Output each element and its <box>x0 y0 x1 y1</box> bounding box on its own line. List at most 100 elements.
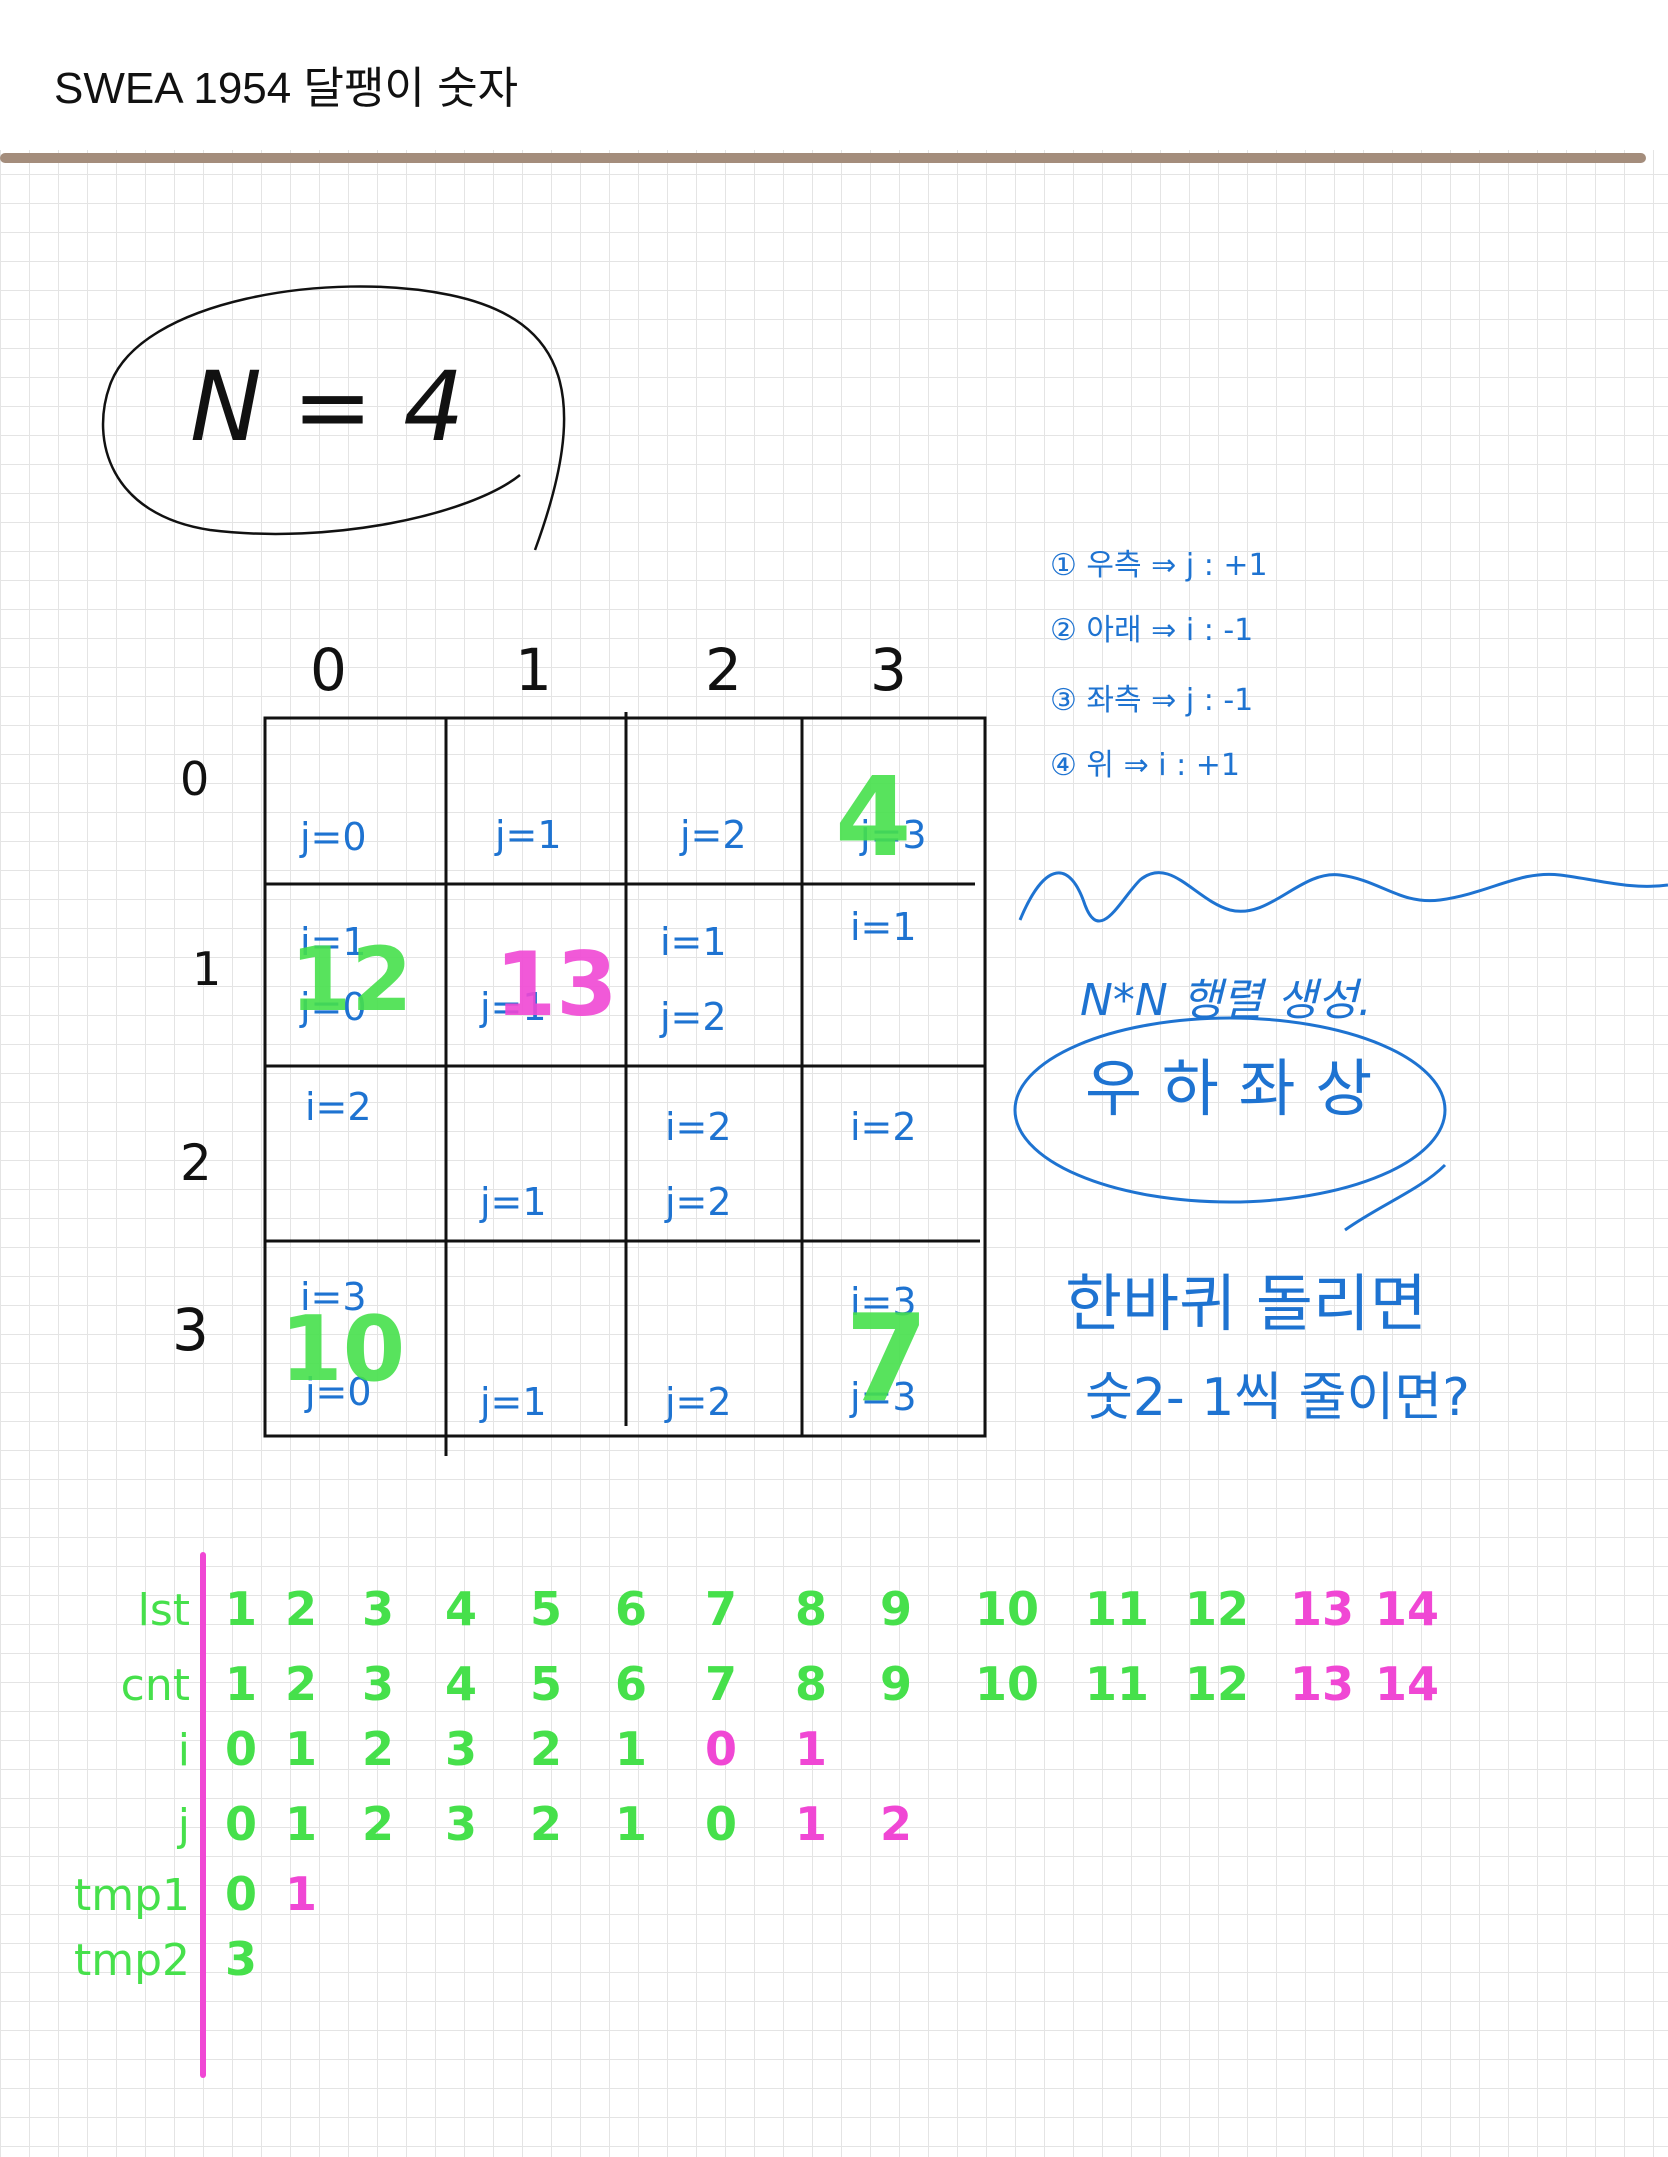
matrix-grid <box>263 712 987 1456</box>
trace-cell: 13 <box>1290 1582 1354 1636</box>
trace-cell: 3 <box>362 1657 394 1711</box>
trace-cell: 3 <box>445 1797 477 1851</box>
trace-cell: 6 <box>615 1657 647 1711</box>
direction-note: ② 아래 ⇒ i : -1 <box>1050 613 1253 648</box>
cell-note-3-3b: j=3 <box>849 1375 917 1419</box>
cell-note-0-1: j=1 <box>494 813 562 857</box>
trace-cell: 10 <box>975 1582 1039 1636</box>
trace-row-label: cnt <box>121 1660 190 1711</box>
n-bubble <box>101 285 566 551</box>
cell-note-2-0: i=2 <box>305 1085 372 1129</box>
trace-cell: 2 <box>362 1797 394 1851</box>
trace-cell: 0 <box>705 1722 737 1776</box>
trace-cell: 8 <box>795 1657 827 1711</box>
overlay-10: 10 <box>280 1297 405 1402</box>
trace-cell: 10 <box>975 1657 1039 1711</box>
trace-cell: 12 <box>1185 1657 1249 1711</box>
trace-cell: 11 <box>1085 1582 1149 1636</box>
cell-note-1-2: i=1 <box>660 920 727 964</box>
trace-cell: 9 <box>880 1657 912 1711</box>
cell-note-2-2b: j=2 <box>664 1180 732 1224</box>
cell-overlays: 4 12 13 10 7 <box>280 753 929 1429</box>
cell-note-3-1: j=1 <box>479 1380 547 1424</box>
cell-note-0-3: j=3 <box>859 813 927 857</box>
trace-cell: 8 <box>795 1582 827 1636</box>
trace-cell: 9 <box>880 1582 912 1636</box>
trace-cell: 2 <box>530 1722 562 1776</box>
col-header: 3 <box>870 636 907 704</box>
loop-note-1: 한바퀴 돌리면 <box>1065 1267 1427 1340</box>
trace-cell: 1 <box>615 1722 647 1776</box>
trace-cell: 1 <box>285 1867 317 1921</box>
cell-note-1-2b: j=2 <box>659 995 727 1039</box>
cell-note-1-3: i=1 <box>850 905 917 949</box>
trace-cell: 1 <box>285 1722 317 1776</box>
col-header: 1 <box>515 636 552 704</box>
wavy-separator <box>1018 871 1668 923</box>
cell-note-1-0: i=1 <box>300 920 367 964</box>
trace-cell: 6 <box>615 1582 647 1636</box>
cell-note-2-2: i=2 <box>665 1105 732 1149</box>
trace-cell: 2 <box>362 1722 394 1776</box>
cell-note-2-1: j=1 <box>479 1180 547 1224</box>
trace-cell: 1 <box>225 1657 257 1711</box>
trace-cell: 0 <box>225 1797 257 1851</box>
trace-cell: 4 <box>445 1657 477 1711</box>
trace-cell: 1 <box>615 1797 647 1851</box>
row-header: 0 <box>180 752 209 806</box>
trace-cell: 11 <box>1085 1657 1149 1711</box>
overlay-4: 4 <box>835 753 912 881</box>
n-label: N = 4 <box>190 351 464 463</box>
trace-cell: 5 <box>530 1657 562 1711</box>
trace-row-label: tmp1 <box>74 1870 190 1921</box>
direction-note: ③ 좌측 ⇒ j : -1 <box>1050 683 1253 718</box>
trace-cell: 14 <box>1375 1582 1439 1636</box>
trace-cell: 2 <box>530 1797 562 1851</box>
trace-cell: 7 <box>705 1582 737 1636</box>
page-title: SWEA 1954 달팽이 숫자 <box>54 64 519 113</box>
trace-cell: 3 <box>445 1722 477 1776</box>
header: SWEA 1954 달팽이 숫자 <box>0 0 1668 150</box>
title-divider <box>0 153 1646 163</box>
trace-cell: 2 <box>880 1797 912 1851</box>
cell-note-3-0: i=3 <box>300 1275 367 1319</box>
cell-note-1-1: j=1 <box>479 985 547 1029</box>
loop-note-2: 숫2- 1씩 줄이면? <box>1085 1368 1470 1428</box>
trace-cell: 1 <box>795 1722 827 1776</box>
trace-cell: 3 <box>362 1582 394 1636</box>
overlay-12: 12 <box>290 928 412 1031</box>
cell-note-3-2: j=2 <box>664 1380 732 1424</box>
order-ellipse <box>1013 1016 1447 1204</box>
cell-note-0-0: j=0 <box>299 815 367 859</box>
col-header: 2 <box>705 636 742 704</box>
trace-cell: 5 <box>530 1582 562 1636</box>
trace-row-label: j <box>177 1800 190 1851</box>
trace-cell: 0 <box>225 1867 257 1921</box>
column-headers: 0 1 2 3 <box>310 636 907 704</box>
cell-note-2-3: i=2 <box>850 1105 917 1149</box>
overlay-7: 7 <box>845 1290 929 1429</box>
trace-cell: 14 <box>1375 1657 1439 1711</box>
trace-cell: 7 <box>705 1657 737 1711</box>
trace-cell: 1 <box>225 1582 257 1636</box>
trace-cell: 1 <box>285 1797 317 1851</box>
order-note: 우 하 좌 상 <box>1085 1052 1372 1125</box>
row-headers: 0 1 2 3 <box>172 752 221 1364</box>
trace-cell: 3 <box>225 1932 257 1986</box>
trace-cell: 2 <box>285 1657 317 1711</box>
order-tail <box>1344 1163 1447 1232</box>
direction-note: ① 우측 ⇒ j : +1 <box>1050 548 1268 583</box>
trace-cell: 1 <box>795 1797 827 1851</box>
direction-note: ④ 위 ⇒ i : +1 <box>1050 748 1240 783</box>
cell-note-0-2: j=2 <box>679 813 747 857</box>
trace-cell: 2 <box>285 1582 317 1636</box>
cell-note-1-0b: j=0 <box>299 985 367 1029</box>
trace-cell: 12 <box>1185 1582 1249 1636</box>
trace-row-label: i <box>178 1725 190 1776</box>
trace-cell: 13 <box>1290 1657 1354 1711</box>
trace-cell: 4 <box>445 1582 477 1636</box>
cell-note-3-3: i=3 <box>850 1280 917 1324</box>
row-header: 3 <box>172 1296 209 1364</box>
row-header: 2 <box>180 1134 212 1192</box>
